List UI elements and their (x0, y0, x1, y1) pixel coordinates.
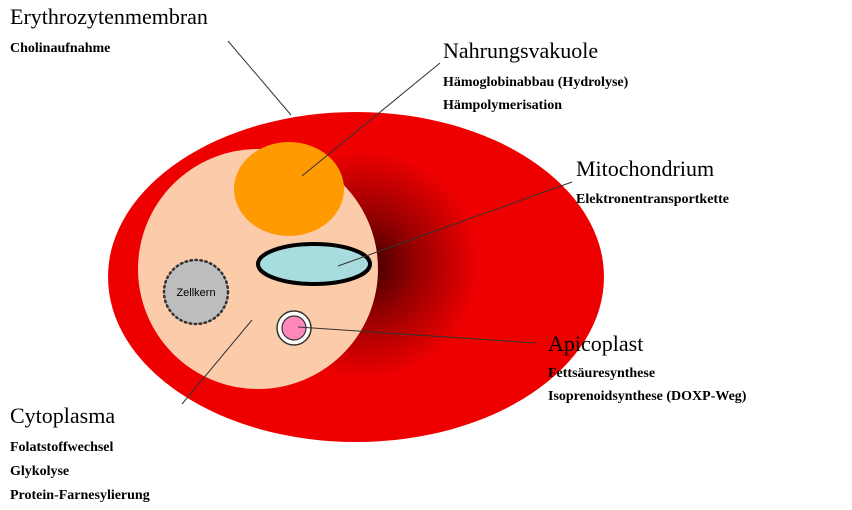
erythrocyte-label-line: Cholinaufnahme (10, 42, 110, 56)
apicoplast-inner (282, 316, 306, 340)
cytoplasm-label-line: Folatstoffwechsel (10, 441, 113, 455)
mitochondrion-label-line: Elektronentransportkette (576, 193, 729, 207)
nucleus-label: Zellkern (176, 287, 215, 299)
food-vacuole (234, 142, 344, 236)
food-vacuole-label-line: Hämpolymerisation (443, 99, 562, 113)
cytoplasm-label-title: Cytoplasma (10, 405, 115, 427)
apicoplast-label-title: Apicoplast (548, 333, 643, 355)
cytoplasm-label-line: Protein-Farnesylierung (10, 489, 150, 503)
mitochondrion (258, 244, 370, 284)
apicoplast-label-line: Fettsäuresynthese (548, 367, 655, 381)
mitochondrion-label-title: Mitochondrium (576, 158, 714, 180)
erythrocyte-label-title: Erythrozytenmembran (10, 6, 208, 28)
food-vacuole-label-line: Hämoglobinabbau (Hydrolyse) (443, 76, 628, 90)
food-vacuole-label-title: Nahrungsvakuole (443, 40, 598, 62)
leader-line-erythrocyte (228, 41, 291, 115)
apicoplast-label-line: Isoprenoidsynthese (DOXP-Weg) (548, 390, 746, 404)
cytoplasm-label-line: Glykolyse (10, 465, 69, 479)
